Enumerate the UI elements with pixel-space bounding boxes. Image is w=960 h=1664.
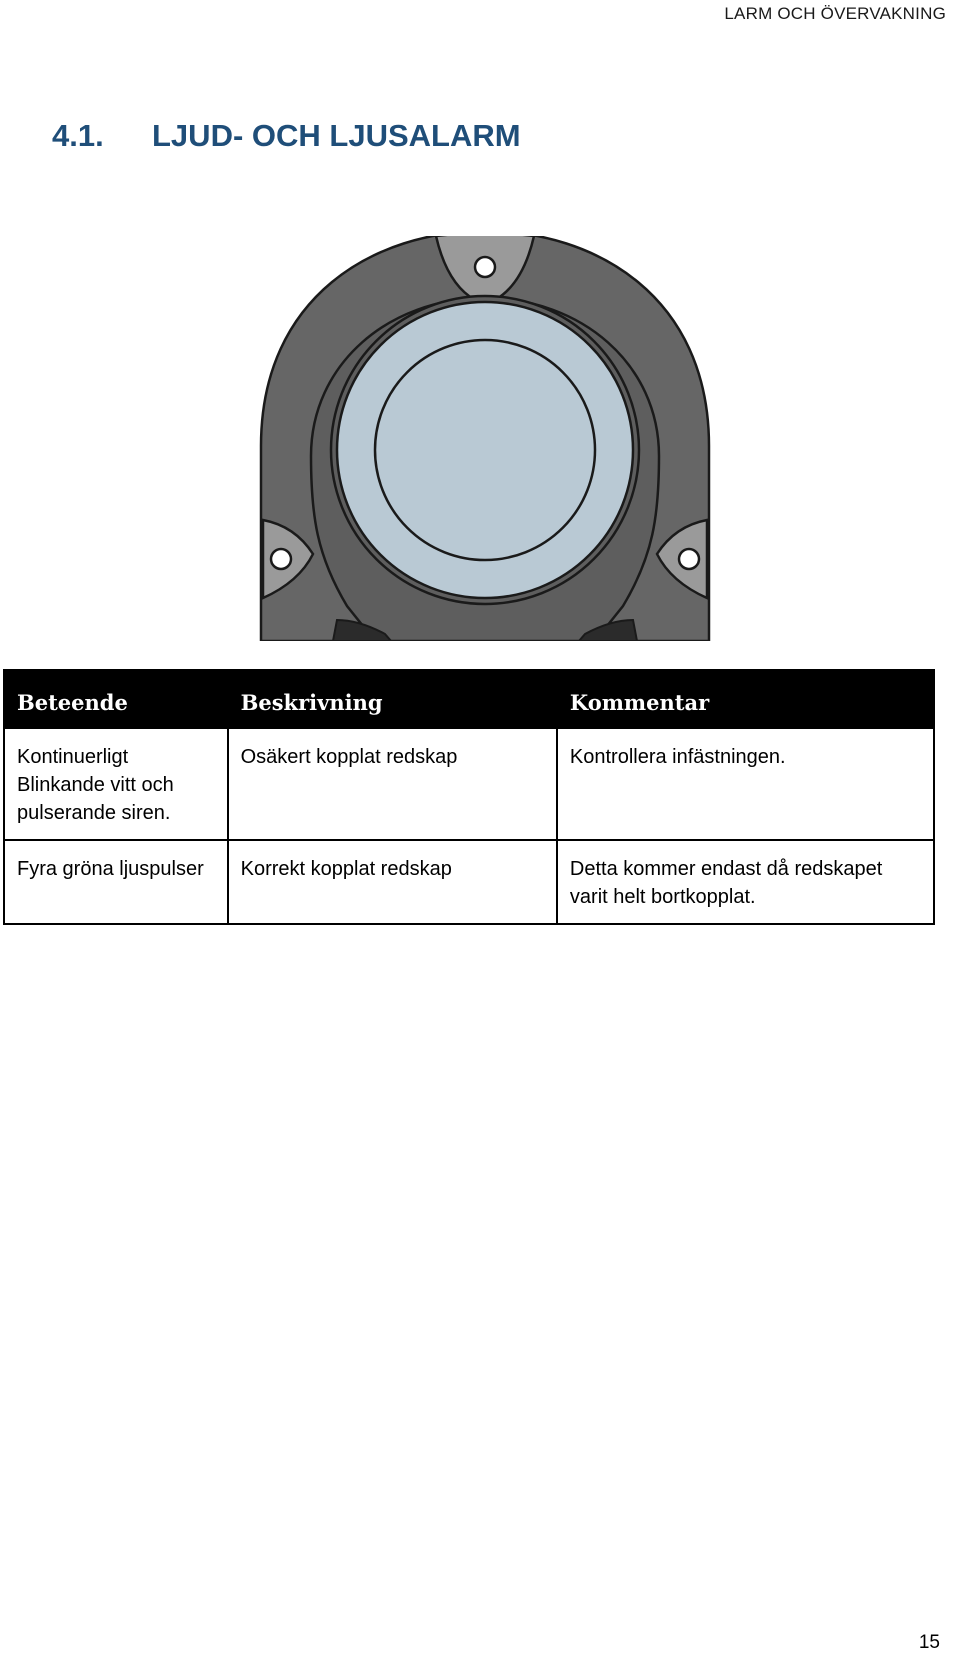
bottom-foot-right: [577, 618, 639, 641]
description-cell: Korrekt kopplat redskap: [226, 839, 558, 925]
table-row: Fyra gröna ljuspulser Korrekt kopplat re…: [3, 839, 936, 925]
table-header-row: Beteende Beskrivning Kommentar: [3, 669, 936, 729]
behavior-line: Kontinuerligt: [17, 746, 129, 768]
column-header-kommentar: Kommentar: [555, 669, 936, 729]
table-row: Kontinuerligt Blinkande vitt och pulsera…: [3, 727, 936, 841]
alarm-device-illustration: [255, 236, 715, 641]
bottom-foot-left: [331, 618, 393, 641]
comment-cell: Kontrollera infästningen.: [555, 727, 936, 841]
behavior-cell: Fyra gröna ljuspulser: [3, 839, 229, 925]
behavior-line: Fyra gröna ljuspulser: [17, 858, 204, 880]
comment-cell: Detta kommer endast då redskapet varit h…: [555, 839, 936, 925]
behavior-line: Blinkande vitt och: [17, 774, 174, 796]
page-number: 15: [918, 1632, 940, 1653]
lens-inner-ring: [373, 338, 597, 562]
section-number: 4.1.: [52, 118, 104, 153]
section-heading: 4.1. LJUD- OCH LJUSALARM: [52, 118, 521, 154]
column-header-beskrivning: Beskrivning: [226, 669, 558, 729]
top-screw-hole-icon: [473, 255, 497, 279]
alarm-behavior-table: Beteende Beskrivning Kommentar Kontinuer…: [3, 669, 936, 925]
right-screw-hole-icon: [677, 547, 701, 571]
running-header: LARM OCH ÖVERVAKNING: [724, 4, 946, 23]
column-header-beteende: Beteende: [3, 669, 229, 729]
description-cell: Osäkert kopplat redskap: [226, 727, 558, 841]
behavior-cell: Kontinuerligt Blinkande vitt och pulsera…: [3, 727, 229, 841]
section-title: LJUD- OCH LJUSALARM: [152, 118, 521, 153]
behavior-line: pulserande siren.: [17, 802, 171, 824]
left-screw-hole-icon: [269, 547, 293, 571]
